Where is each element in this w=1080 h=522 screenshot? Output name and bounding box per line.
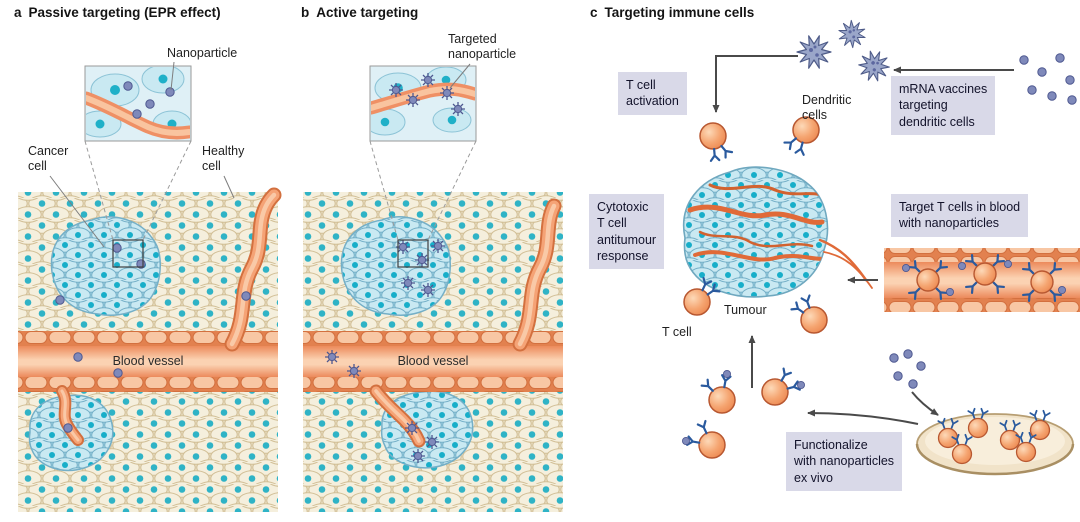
panel-c-letter: c <box>590 5 598 20</box>
panel-c-title: c Targeting immune cells <box>590 5 754 20</box>
zoom-square-a <box>112 239 144 268</box>
tumour-lower-b <box>380 390 474 469</box>
t-cell <box>683 276 721 316</box>
panel-a-letter: a <box>14 5 22 20</box>
panel-a-title: a Passive targeting (EPR effect) <box>14 5 221 20</box>
panel-a-title-text: Passive targeting (EPR effect) <box>28 5 221 20</box>
t-cell <box>686 419 726 459</box>
label-targeted-nanoparticle: Targeted nanoparticle <box>448 32 517 62</box>
dendritic-cells <box>796 17 896 88</box>
panel-b-art <box>303 63 563 512</box>
label-tumour: Tumour <box>724 303 767 317</box>
t-cell <box>700 374 736 414</box>
blood-vessel-a <box>18 331 278 392</box>
t-cell <box>761 367 801 406</box>
vessel-branch-down-b <box>369 384 426 448</box>
label-t-cell: T cell <box>662 325 692 339</box>
mrna-dots <box>1019 53 1077 105</box>
tumour-c <box>682 166 829 298</box>
label-nanoparticle: Nanoparticle <box>167 46 238 60</box>
panel-c-art <box>682 17 1080 476</box>
panel-a-art <box>18 61 282 512</box>
arrow-dish-to-tcells <box>807 409 919 425</box>
t-cell <box>699 122 734 162</box>
inset-a <box>84 65 192 142</box>
panel-b-title-text: Active targeting <box>316 5 419 20</box>
vessel-branch-up-a <box>224 187 282 352</box>
vessel-branch-up-b <box>512 198 562 352</box>
panel-b-letter: b <box>301 5 310 20</box>
arrow-dendritic-to-tcell <box>712 55 798 113</box>
panel-c-title-text: Targeting immune cells <box>604 5 755 20</box>
zoom-lines-b <box>369 140 477 241</box>
note-functionalize: Functionalize with nanoparticles ex vivo <box>786 432 903 491</box>
note-t-cell-activation: T cell activation <box>618 72 687 115</box>
arrows-c <box>712 55 1014 425</box>
t-cell <box>790 294 828 334</box>
zoom-lines-a <box>84 140 192 241</box>
zoom-square-b <box>397 239 429 268</box>
label-healthy-cell: Healthy cell <box>202 144 245 174</box>
label-cancer-cell: Cancer cell <box>28 144 69 174</box>
note-target-t-cells: Target T cells in blood with nanoparticl… <box>891 194 1029 237</box>
leader-lines-a <box>49 61 235 248</box>
tumour-upper-a <box>50 216 161 316</box>
nanoparticle-dots-dish <box>889 349 926 389</box>
petri-dish <box>915 409 1075 476</box>
note-mrna-vaccines: mRNA vaccines targeting dendritic cells <box>891 76 996 135</box>
panel-b-title: b Active targeting <box>301 5 418 20</box>
note-cytotoxic-response: Cytotoxic T cell antitumour response <box>589 194 665 269</box>
leader-lines-b <box>449 63 471 89</box>
tumour-vessels-c <box>687 183 873 289</box>
label-blood-vessel-a: Blood vessel <box>112 354 184 368</box>
label-blood-vessel-b: Blood vessel <box>397 354 469 368</box>
label-dendritic-cells: Dendritic cells <box>802 93 852 123</box>
arrow-dots-to-dish <box>911 391 939 416</box>
